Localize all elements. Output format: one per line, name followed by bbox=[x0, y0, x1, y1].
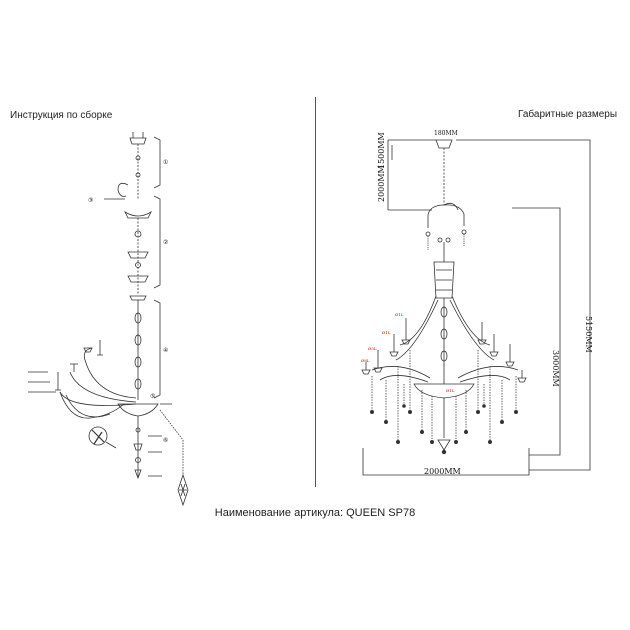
step-number-4: ④ bbox=[163, 347, 168, 354]
dim-total-height: 5150MM bbox=[584, 316, 593, 353]
tier-label-5: Ø1L bbox=[446, 388, 455, 393]
overall-dimensions-heading: Габаритные размеры bbox=[518, 109, 618, 120]
tier-label-3: Ø5L bbox=[368, 346, 377, 351]
step-number-3: ③ bbox=[88, 197, 93, 204]
tier-label-1: Ø1L bbox=[395, 312, 404, 317]
dim-width: 2000MM bbox=[424, 467, 461, 476]
step-number-1: ① bbox=[163, 159, 168, 166]
tier-label-4: Ø8L bbox=[361, 358, 370, 363]
step-number-5: ⑤ bbox=[150, 393, 155, 400]
dim-chain-total: 2000MM bbox=[377, 165, 386, 202]
dimension-drawing bbox=[361, 139, 591, 476]
dim-body-height: 3000MM bbox=[551, 350, 560, 387]
step-number-6: ⑥ bbox=[163, 437, 168, 444]
article-name: Наименование артикула: QUEEN SP78 bbox=[214, 507, 416, 519]
step-number-2: ② bbox=[163, 239, 168, 246]
tier-label-2: Ø1L bbox=[382, 330, 391, 335]
dim-top-cap: 180MM bbox=[434, 130, 458, 137]
panel-divider bbox=[315, 97, 316, 487]
assembly-diagram bbox=[28, 132, 189, 507]
assembly-instructions-heading: Инструкция по сборке bbox=[10, 110, 113, 121]
dim-chain-upper: 1500MM bbox=[377, 132, 386, 169]
